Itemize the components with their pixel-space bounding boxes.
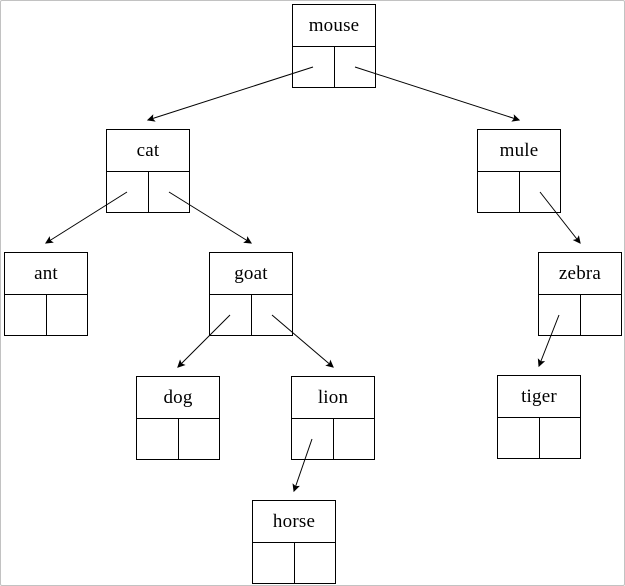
pointer-cells [107, 172, 189, 212]
node-label: ant [5, 253, 87, 295]
tree-node-lion: lion [291, 376, 375, 460]
left-pointer-cell [5, 295, 47, 335]
right-pointer-cell [520, 172, 561, 212]
node-label: zebra [539, 253, 621, 295]
node-label: cat [107, 130, 189, 172]
left-pointer-cell [292, 419, 334, 459]
tree-node-mouse: mouse [292, 4, 376, 88]
left-pointer-cell [253, 543, 295, 583]
tree-node-ant: ant [4, 252, 88, 336]
tree-edge-mouse-right-mule [354, 66, 521, 122]
pointer-cells [5, 295, 87, 335]
right-pointer-cell [335, 47, 376, 87]
tree-node-goat: goat [209, 252, 293, 336]
node-label: tiger [498, 376, 580, 418]
pointer-cells [293, 47, 375, 87]
tree-node-dog: dog [136, 376, 220, 460]
tree-node-tiger: tiger [497, 375, 581, 459]
tree-node-mule: mule [477, 129, 561, 213]
tree-node-zebra: zebra [538, 252, 622, 336]
pointer-cells [210, 295, 292, 335]
right-pointer-cell [149, 172, 190, 212]
pointer-cells [137, 419, 219, 459]
right-pointer-cell [540, 418, 581, 458]
pointer-cells [498, 418, 580, 458]
node-label: mouse [293, 5, 375, 47]
pointer-cells [478, 172, 560, 212]
pointer-cells [253, 543, 335, 583]
right-pointer-cell [252, 295, 293, 335]
right-pointer-cell [334, 419, 375, 459]
right-pointer-cell [295, 543, 336, 583]
node-label: mule [478, 130, 560, 172]
pointer-cells [539, 295, 621, 335]
left-pointer-cell [498, 418, 540, 458]
node-label: goat [210, 253, 292, 295]
tree-node-cat: cat [106, 129, 190, 213]
node-label: lion [292, 377, 374, 419]
left-pointer-cell [137, 419, 179, 459]
left-pointer-cell [478, 172, 520, 212]
right-pointer-cell [47, 295, 88, 335]
node-label: dog [137, 377, 219, 419]
tree-edge-mouse-left-cat [146, 66, 314, 122]
left-pointer-cell [107, 172, 149, 212]
left-pointer-cell [539, 295, 581, 335]
node-label: horse [253, 501, 335, 543]
pointer-cells [292, 419, 374, 459]
right-pointer-cell [179, 419, 220, 459]
left-pointer-cell [210, 295, 252, 335]
left-pointer-cell [293, 47, 335, 87]
right-pointer-cell [581, 295, 622, 335]
tree-node-horse: horse [252, 500, 336, 584]
